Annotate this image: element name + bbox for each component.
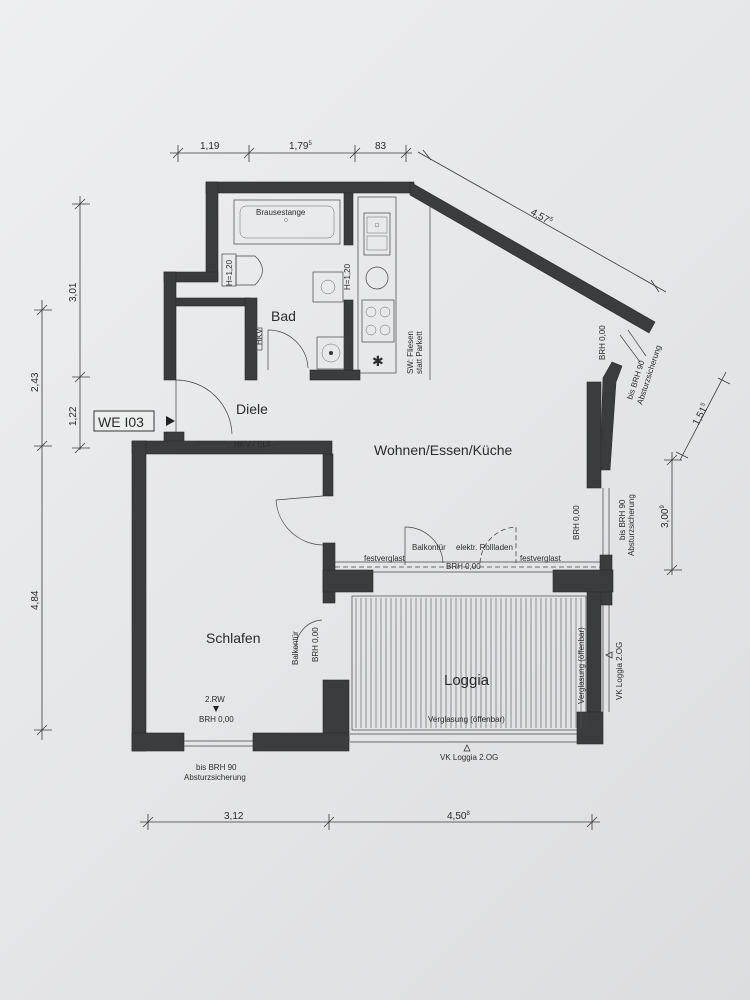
- label-verglasung-bottom: Verglasung (öffenbar): [428, 715, 505, 724]
- kitchen-stove: [361, 299, 395, 343]
- bedroom-door-swing: [275, 499, 324, 546]
- label-hkv: HKV: [255, 328, 264, 345]
- label-rw: 2.RW: [205, 695, 225, 704]
- label-brh90-right: bis BRH 90: [618, 499, 627, 540]
- kitchen-asterisk-symbol: ✱: [372, 353, 384, 369]
- dim-right-b: 3,009: [660, 505, 671, 528]
- label-h120-basin: H=1,20: [343, 263, 352, 290]
- dim-top-1: 1,19: [200, 141, 220, 152]
- dim-left-a: 3,01: [68, 282, 79, 302]
- dim-left-d: 4,84: [30, 590, 41, 610]
- label-absturz-bottom: Absturzsicherung: [184, 773, 246, 782]
- wall-right-upper: [599, 361, 623, 471]
- wall-bedroom-right-upper: [322, 453, 334, 497]
- vk-marker-bottom-icon: [463, 744, 471, 752]
- dim-top-3: 83: [375, 141, 387, 152]
- label-brausestange: Brausestange: [256, 208, 306, 217]
- label-vk-loggia-right: VK Loggia 2.OG: [615, 642, 624, 700]
- label-hkv-elt: HKV / ELT: [234, 440, 271, 449]
- unit-label: WE I03: [98, 414, 144, 430]
- washing-machine: [316, 336, 346, 370]
- room-label-bad: Bad: [271, 308, 296, 324]
- wall-diagonal: [409, 181, 656, 334]
- kitchen-fixtures: ✱: [357, 196, 431, 380]
- wall-loggia-bottom-right: [576, 711, 604, 745]
- label-brh000-bed: BRH 0,00: [311, 627, 320, 662]
- label-sw-fliesen: SW: Fliesen: [406, 331, 415, 374]
- dim-left-c: 2,43: [30, 372, 41, 392]
- wall-right-mid: [586, 381, 602, 489]
- label-rollladen: elektr. Rollladen: [456, 543, 513, 552]
- room-label-wohnen: Wohnen/Essen/Küche: [374, 442, 512, 458]
- label-brh000-right: BRH 0,00: [572, 505, 581, 540]
- label-verglasung-right: Verglasung (öffenbar): [577, 627, 586, 704]
- wall-bath-left: [205, 181, 219, 281]
- wall-diele-left: [163, 271, 177, 381]
- washbasin: [312, 271, 344, 303]
- wall-bath-bottom: [309, 369, 361, 381]
- label-balkontuer-2: Balkontür: [291, 631, 300, 665]
- dim-diagonal: 4,575: [529, 207, 555, 228]
- bathtub: [233, 199, 341, 245]
- room-labels: Bad Diele Wohnen/Essen/Küche Schlafen Lo…: [206, 308, 512, 689]
- label-balkontuer-1: Balkontür: [412, 543, 446, 552]
- entry-door-swing: [175, 379, 233, 435]
- entry-arrow-icon: [166, 416, 175, 426]
- label-statt-parkett: statt Parkett: [415, 331, 424, 374]
- rw-arrow-icon: [213, 706, 219, 712]
- wc-bowl: [235, 255, 263, 286]
- bathroom-fixtures: [221, 199, 346, 370]
- wall-loggia-right: [586, 591, 602, 713]
- wall-bath-right-lower: [343, 299, 354, 373]
- kitchen-sink: [363, 212, 391, 256]
- wall-bedroom-bottom-right: [252, 732, 350, 752]
- loggia-deck: [351, 595, 587, 731]
- label-festverglast-left: festverglast: [364, 554, 406, 563]
- wall-bath-lower: [175, 297, 251, 307]
- fixture-annotations: Brausestange H=1,20 H=1,20 HKV HKV / ELT…: [225, 208, 424, 449]
- dim-bottom-1: 3,12: [224, 811, 244, 822]
- dim-top-2: 1,795: [289, 141, 312, 152]
- wall-top: [205, 181, 415, 194]
- wall-entry: [163, 431, 185, 443]
- wall-loggia-corner-left: [322, 569, 374, 593]
- label-brh000-top: BRH 0,00: [598, 325, 607, 360]
- room-label-schlafen: Schlafen: [206, 630, 260, 646]
- wall-loggia-corner-right: [552, 569, 614, 593]
- label-brh90-bottom: bis BRH 90: [196, 763, 237, 772]
- vk-marker-right-icon: [605, 651, 613, 659]
- label-h120-wc: H=1,20: [225, 259, 234, 286]
- dim-bottom-2: 4,508: [447, 811, 470, 822]
- wall-bedroom-right-lower: [322, 679, 350, 743]
- glazing: [184, 329, 647, 747]
- label-festverglast-right: festverglast: [520, 554, 562, 563]
- bathtub-inner: [239, 205, 335, 239]
- room-label-loggia: Loggia: [444, 672, 490, 689]
- bath-door-swing: [267, 329, 309, 369]
- kitchen-counter: [357, 196, 397, 374]
- wall-bedroom-bottom-left: [131, 732, 185, 752]
- loggia-decking: [351, 595, 587, 731]
- dimension-lines: [34, 145, 731, 830]
- balcony-door-bedroom-swing: [295, 619, 323, 651]
- room-label-diele: Diele: [236, 401, 268, 417]
- kitchen-fridge: [365, 266, 389, 290]
- unit-badge: WE I03: [93, 410, 175, 432]
- dimension-labels: 1,19 1,795 83 4,575 3,01 1,22 2,43 4,84 …: [30, 141, 710, 822]
- label-vk-loggia-bottom: VK Loggia 2.OG: [440, 753, 498, 762]
- balcony-door-swing: [404, 526, 444, 564]
- doors: [175, 329, 517, 651]
- label-brh000-bottom: BRH 0,00: [199, 715, 234, 724]
- label-absturz-right: Absturzsicherung: [627, 494, 636, 556]
- wall-bath-right-upper: [343, 192, 354, 246]
- dim-left-b: 1,22: [68, 406, 79, 426]
- wall-bedroom-left: [131, 440, 147, 752]
- label-brh000-balcony: BRH 0,00: [446, 562, 481, 571]
